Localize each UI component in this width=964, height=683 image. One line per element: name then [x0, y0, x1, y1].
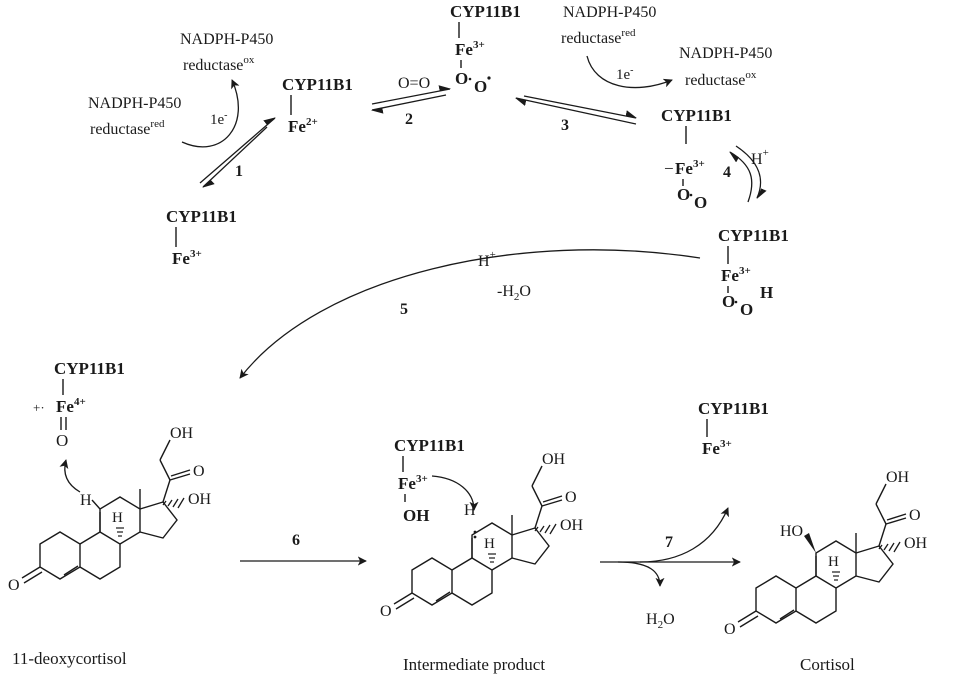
proton-label-4: H+: [751, 147, 769, 168]
iron-label: Fe2+: [288, 116, 318, 136]
iron-label: Fe3+: [675, 158, 705, 178]
atom-label-o: O: [565, 489, 577, 506]
electron-transfer-arrow-1: [181, 79, 240, 148]
atom-label-o: O: [380, 603, 392, 620]
reductase-red-name-1: NADPH-P450: [88, 95, 181, 112]
state-fe3-hydroxo: CYP11B1 Fe3+ OH: [394, 436, 479, 525]
state-fe2: CYP11B1 Fe2+: [282, 75, 353, 136]
hydroxo-label: OH: [403, 506, 429, 525]
state-fe3-peroxo: CYP11B1 − Fe3+ O O: [661, 106, 732, 212]
step-5-arrow: [239, 249, 701, 379]
water-loss-label: -H2O: [497, 283, 531, 303]
atom-label-oh: OH: [170, 425, 194, 442]
enzyme-label: CYP11B1: [282, 75, 353, 94]
atom-label-oh: OH: [188, 491, 212, 508]
iron-label: Fe4+: [56, 396, 86, 416]
atom-label-h: H: [484, 536, 495, 552]
molecule-name: Intermediate product: [403, 655, 545, 674]
enzyme-release-arrow: [639, 507, 729, 563]
reductase-red-label-3: reductasered: [561, 27, 636, 47]
step-1-label: 1: [235, 163, 243, 180]
atom-label-o: O: [8, 577, 20, 594]
atom-label-oh: OH: [886, 469, 910, 486]
radical-cation-label: +·: [33, 400, 45, 415]
molecule-name: Cortisol: [800, 655, 855, 674]
state-fe3-resting: CYP11B1 Fe3+: [166, 207, 237, 268]
atom-label-oh: OH: [904, 535, 928, 552]
step-4-equilibrium-arrows: [728, 145, 767, 203]
molecule-name: 11-deoxycortisol: [12, 649, 127, 668]
atom-label-h: H: [828, 554, 839, 570]
oxygen-atom-2: O: [694, 193, 707, 212]
state-compound-i: CYP11B1 +· Fe4+ O: [33, 359, 125, 450]
enzyme-label: CYP11B1: [166, 207, 237, 226]
charge-label: −: [664, 159, 674, 178]
atom-label-oh: OH: [542, 451, 566, 468]
reductase-ox-label-3: reductaseox: [685, 69, 757, 89]
atom-label-h: H: [112, 510, 123, 526]
molecule-cortisol: O O OH OH H HO: [724, 469, 928, 638]
enzyme-label: CYP11B1: [718, 226, 789, 245]
step-3-label: 3: [561, 117, 569, 134]
water-release-arrow: [617, 561, 665, 587]
step-2-equilibrium-arrows: [370, 85, 452, 114]
step-6-label: 6: [292, 532, 300, 549]
step-1-equilibrium-arrows: [199, 117, 276, 188]
atom-label-ho: HO: [780, 523, 803, 540]
reductase-ox-name-1: NADPH-P450: [180, 31, 273, 48]
electron-label-3: 1e-: [616, 65, 634, 83]
oxo-label: O: [56, 431, 68, 450]
reductase-ox-name-3: NADPH-P450: [679, 45, 772, 62]
step-3-equilibrium-arrows: [514, 95, 638, 125]
reductase-red-name-3: NADPH-P450: [563, 4, 656, 21]
iron-label: Fe3+: [721, 265, 751, 285]
iron-label: Fe3+: [398, 473, 428, 493]
reductase-red-label-1: reductasered: [90, 118, 165, 138]
enzyme-label: CYP11B1: [661, 106, 732, 125]
oxygen-atom-2: O: [740, 300, 753, 319]
electron-label-1: 1e-: [210, 110, 228, 128]
proton-label-5: H+: [478, 249, 496, 270]
atom-label-h: H: [464, 502, 476, 519]
iron-label: Fe3+: [702, 438, 732, 458]
enzyme-label: CYP11B1: [54, 359, 125, 378]
atom-label-h: H: [80, 492, 92, 509]
reductase-ox-label-1: reductaseox: [183, 54, 255, 74]
oxygen-atom-2: O: [474, 77, 487, 96]
iron-label: Fe3+: [455, 39, 485, 59]
state-fe3-released: CYP11B1 Fe3+: [698, 399, 769, 458]
enzyme-label: CYP11B1: [698, 399, 769, 418]
molecule-intermediate-product: O O OH OH H H: [380, 451, 584, 620]
iron-label: Fe3+: [172, 248, 202, 268]
atom-label-o: O: [724, 621, 736, 638]
oxygen-atom-1: O: [455, 69, 468, 88]
water-label: H2O: [646, 611, 675, 631]
atom-label-oh: OH: [560, 517, 584, 534]
step-2-label: 2: [405, 111, 413, 128]
oxygen-molecule-label: O=O: [398, 75, 430, 92]
step-7-label: 7: [665, 534, 673, 551]
enzyme-label: CYP11B1: [450, 2, 521, 21]
step-5-label: 5: [400, 301, 408, 318]
enzyme-label: CYP11B1: [394, 436, 465, 455]
hydrogen-atom: H: [760, 283, 773, 302]
state-fe3-hydroperoxo: CYP11B1 Fe3+ O O H: [718, 226, 789, 319]
atom-label-o: O: [193, 463, 205, 480]
state-fe3-superoxo: CYP11B1 Fe3+ O O: [450, 2, 521, 96]
oxygen-atom-1: O: [722, 292, 735, 311]
molecule-11-deoxycortisol: O O OH OH H H 11-deoxycortisol: [8, 425, 212, 668]
oxygen-atom-1: O: [677, 185, 690, 204]
electron-transfer-arrow-3: [586, 55, 673, 89]
atom-label-o: O: [909, 507, 921, 524]
step-4-label: 4: [723, 164, 731, 181]
